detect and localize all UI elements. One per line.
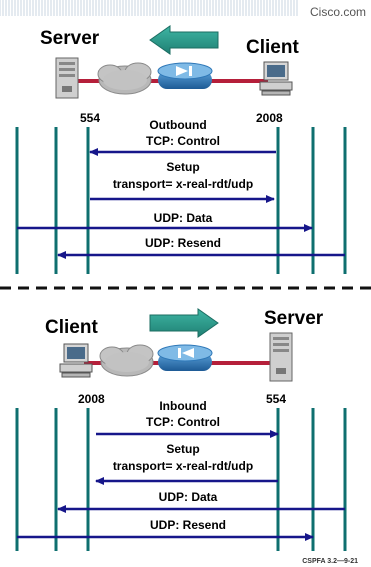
inbound-message-arrows bbox=[17, 430, 345, 541]
inbound-left-port: 2008 bbox=[78, 392, 105, 406]
outbound-msg3-label: UDP: Data bbox=[154, 211, 213, 225]
server-icon bbox=[269, 332, 293, 382]
inbound-msg2-line2: transport= x-real-rdt/udp bbox=[113, 459, 253, 473]
cloud-icon bbox=[97, 62, 152, 95]
inbound-msg3-label: UDP: Data bbox=[159, 490, 218, 504]
outbound-msg1-line1: Outbound bbox=[149, 118, 206, 132]
inbound-right-device-label: Server bbox=[264, 308, 324, 329]
inbound-vertical-lines bbox=[15, 408, 347, 551]
outbound-msg2-line1: Setup bbox=[166, 160, 199, 174]
outbound-message-arrows bbox=[17, 148, 345, 259]
client-pc-icon bbox=[259, 61, 293, 96]
outbound-right-device-label: Client bbox=[246, 37, 299, 58]
inbound-msg4-label: UDP: Resend bbox=[150, 518, 226, 532]
inbound-msg2-line1: Setup bbox=[166, 442, 199, 456]
inbound-direction-arrow-icon bbox=[149, 308, 219, 338]
server-icon bbox=[55, 57, 79, 99]
inbound-right-port: 554 bbox=[266, 392, 286, 406]
inbound-section: Client Server bbox=[15, 308, 347, 551]
inbound-left-device-label: Client bbox=[45, 317, 98, 338]
brand-label: Cisco.com bbox=[310, 5, 366, 19]
client-pc-icon bbox=[59, 343, 93, 378]
outbound-msg1-line2: TCP: Control bbox=[146, 134, 220, 148]
pix-firewall-icon bbox=[157, 344, 213, 371]
inbound-msg1-line1: Inbound bbox=[159, 399, 206, 413]
header-stripes bbox=[0, 0, 298, 16]
outbound-msg4-label: UDP: Resend bbox=[145, 236, 221, 250]
outbound-msg2-line2: transport= x-real-rdt/udp bbox=[113, 177, 253, 191]
outbound-right-port: 2008 bbox=[256, 111, 283, 125]
footer-code: CSPFA 3.2—9-21 bbox=[302, 558, 358, 565]
outbound-left-port: 554 bbox=[80, 111, 100, 125]
outbound-section: Server Client bbox=[15, 25, 347, 274]
pix-firewall-icon bbox=[157, 62, 213, 89]
cloud-icon bbox=[99, 344, 154, 377]
header-bar: Cisco.com bbox=[0, 0, 371, 22]
outbound-direction-arrow-icon bbox=[149, 25, 219, 55]
outbound-left-device-label: Server bbox=[40, 28, 100, 49]
outbound-vertical-lines bbox=[15, 127, 347, 274]
inbound-msg1-line2: TCP: Control bbox=[146, 415, 220, 429]
